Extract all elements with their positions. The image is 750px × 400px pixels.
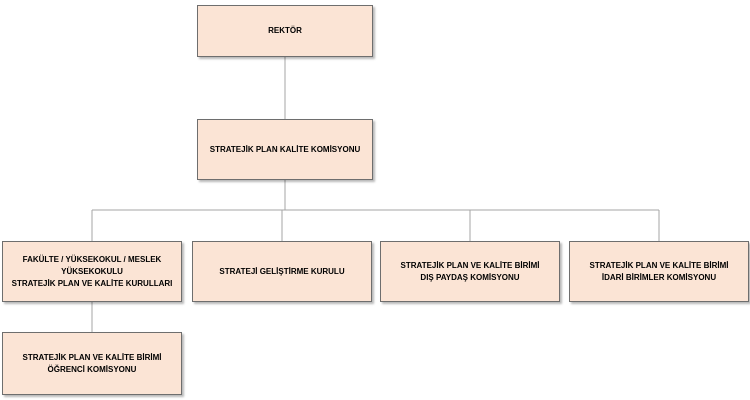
node-ogrenci-komisyonu: STRATEJİK PLAN VE KALİTE BİRİMİ ÖĞRENCİ … <box>2 332 182 395</box>
node-dis-paydas-komisyonu: STRATEJİK PLAN VE KALİTE BİRİMİ DIŞ PAYD… <box>380 241 560 302</box>
node-strateji-gelistirme-kurulu: STRATEJİ GELİŞTİRME KURULU <box>192 241 372 302</box>
node-fakulte-kurullari: FAKÜLTE / YÜKSEKOKUL / MESLEK YÜKSEKOKUL… <box>2 241 182 302</box>
node-stratejik-plan-kalite-komisyonu: STRATEJİK PLAN KALİTE KOMİSYONU <box>197 119 373 180</box>
node-rektor: REKTÖR <box>197 5 373 57</box>
node-idari-birimler-komisyonu: STRATEJİK PLAN VE KALİTE BİRİMİ İDARİ Bİ… <box>569 241 749 302</box>
